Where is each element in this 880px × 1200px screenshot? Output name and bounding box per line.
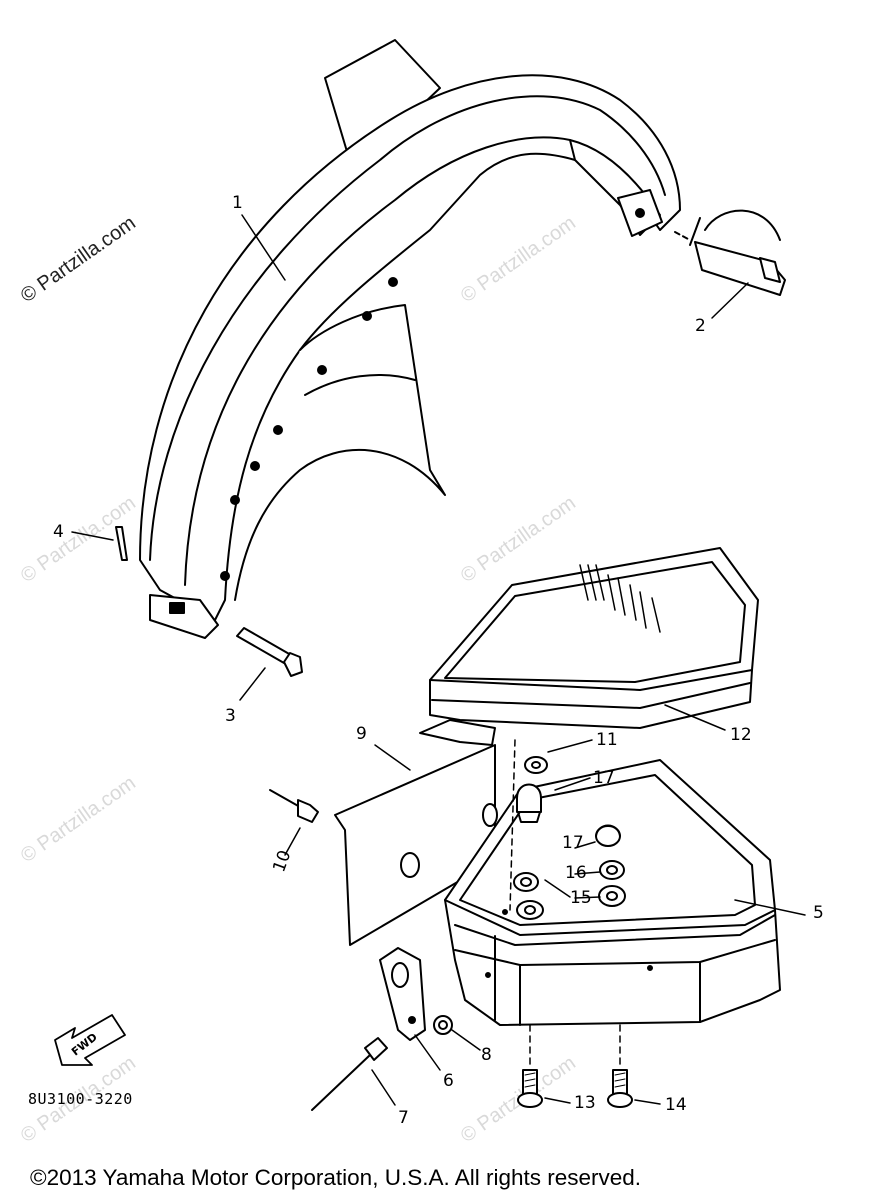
callout-13: 13 xyxy=(574,1093,596,1113)
bracket-6 xyxy=(379,947,441,1071)
callout-2: 2 xyxy=(695,316,706,336)
acorn-nut-17 xyxy=(516,777,591,823)
callout-4: 4 xyxy=(53,522,64,542)
rear-fender xyxy=(139,39,681,639)
forward-arrow-icon xyxy=(54,1014,126,1066)
callout-14: 14 xyxy=(665,1095,687,1115)
callout-17-upper: 17 xyxy=(593,768,615,788)
cowl-cover-12 xyxy=(419,547,759,746)
callout-15: 15 xyxy=(570,888,592,908)
callout-9: 9 xyxy=(356,724,367,744)
callout-3: 3 xyxy=(225,706,236,726)
reflector xyxy=(674,209,786,319)
callout-16: 16 xyxy=(565,863,587,883)
callout-17-lower: 17 xyxy=(562,833,584,853)
panel-9 xyxy=(334,744,498,946)
pin-4 xyxy=(71,526,128,561)
bolt-3 xyxy=(236,627,303,701)
bolt-14 xyxy=(607,1024,661,1108)
callout-6: 6 xyxy=(443,1071,454,1091)
callout-1: 1 xyxy=(232,193,243,213)
copyright-notice: ©2013 Yamaha Motor Corporation, U.S.A. A… xyxy=(30,1165,642,1190)
tray-5 xyxy=(444,759,806,1026)
bolt-13 xyxy=(517,1024,571,1108)
nut-8 xyxy=(433,1015,481,1051)
diagram-code: 8U3100-3220 xyxy=(28,1090,133,1108)
callout-12: 12 xyxy=(730,725,752,745)
rivet-7 xyxy=(311,1037,396,1111)
callout-5: 5 xyxy=(813,903,824,923)
washer-11 xyxy=(509,739,593,911)
callout-7: 7 xyxy=(398,1108,409,1128)
callout-8: 8 xyxy=(481,1045,492,1065)
screw-10 xyxy=(269,789,319,856)
callout-11: 11 xyxy=(596,730,618,750)
